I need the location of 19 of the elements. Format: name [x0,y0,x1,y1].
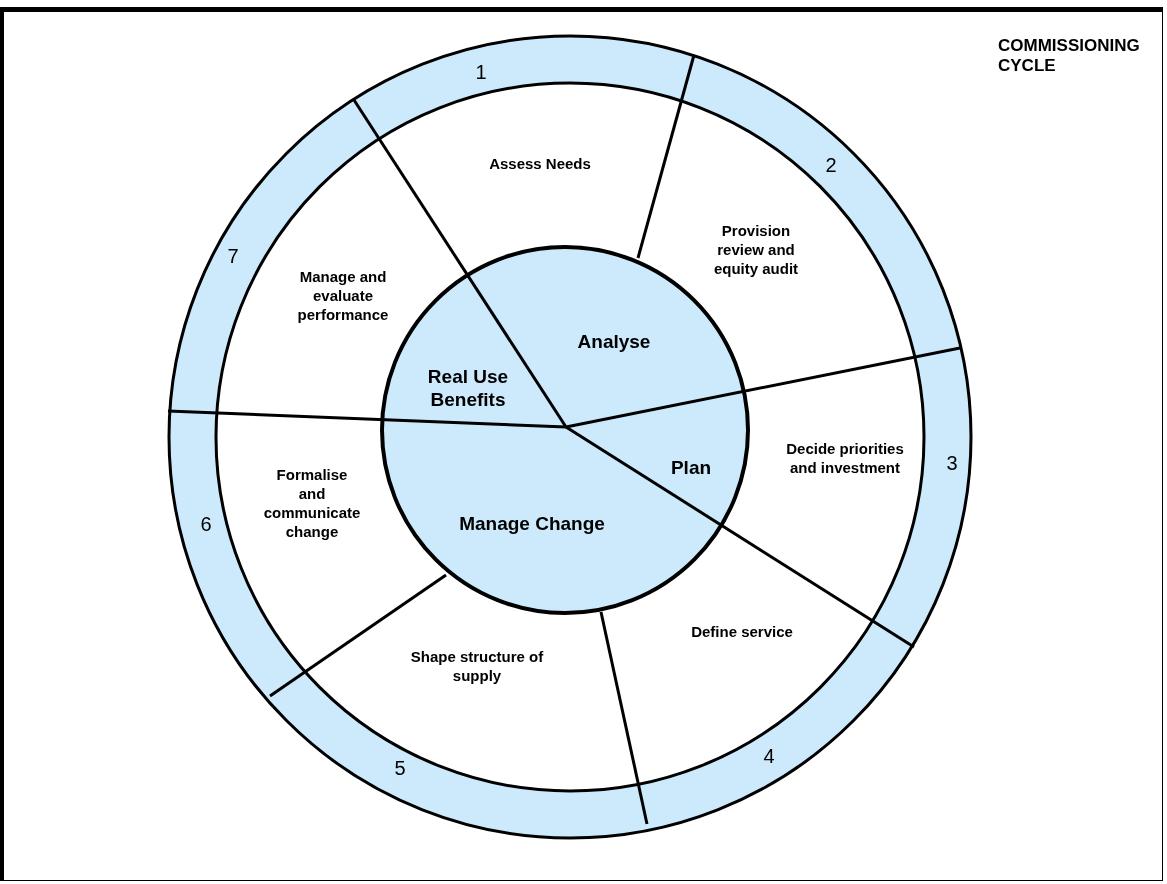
step-number: 5 [394,756,406,780]
step-label: Assess Needs [440,153,640,173]
step-number: 1 [475,60,487,84]
step-number: 2 [825,153,837,177]
step-label: Define service [662,621,822,641]
step-label: Decide priorities and investment [784,439,906,477]
phase-label: Real Use Benefits [413,365,523,411]
step-label: Shape structure of supply [407,647,547,685]
step-label: Formalise and communicate change [262,465,362,541]
step-number: 3 [946,451,958,475]
diagram-title: COMMISSIONING CYCLE [998,36,1141,76]
step-number: 6 [200,512,212,536]
phase-label: Manage Change [432,511,632,535]
phase-label: Analyse [544,329,684,353]
step-number: 4 [763,744,775,768]
phase-label: Plan [651,455,731,479]
step-number: 7 [227,244,239,268]
step-label: Provision review and equity audit [698,220,814,278]
step-label: Manage and evaluate performance [268,266,418,324]
